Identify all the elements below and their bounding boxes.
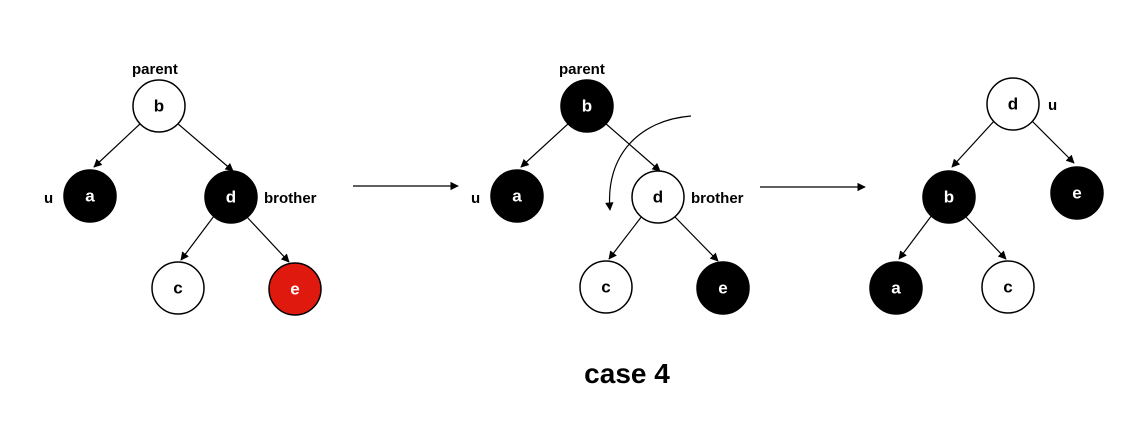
node-circle (696, 261, 750, 315)
tree-node-b: b (922, 170, 976, 224)
node-circle (268, 262, 322, 316)
tree-node-d: d (986, 77, 1040, 131)
tree-node-b: b (132, 79, 186, 133)
edge-b-a (898, 214, 933, 260)
edge-b-c (963, 214, 1007, 260)
stage-3-tree: d b e a c u (869, 77, 1104, 315)
node-circle (1050, 166, 1104, 220)
node-circle (579, 260, 633, 314)
node-label: b (944, 188, 954, 207)
node-label: d (653, 188, 663, 207)
tree-node-b: b (560, 79, 614, 133)
node-label: c (601, 278, 610, 297)
node-label: d (1008, 95, 1018, 114)
node-label: e (1072, 184, 1081, 203)
node-label: d (226, 188, 236, 207)
node-label: a (85, 187, 95, 206)
node-label: c (173, 279, 182, 298)
tree-node-e: e (1050, 166, 1104, 220)
tree-node-e: e (696, 261, 750, 315)
node-label: a (891, 279, 901, 298)
tree-node-c: c (151, 261, 205, 315)
node-circle (132, 79, 186, 133)
edge-b-a (520, 122, 570, 168)
node-circle (63, 169, 117, 223)
tree-node-e: e (268, 262, 322, 316)
edge-d-e (673, 215, 719, 262)
edge-d-e (1030, 119, 1075, 164)
case-caption: case 4 (584, 358, 670, 389)
stage-1-tree: b a d c e parent u brother (44, 61, 322, 316)
edge-d-b (951, 119, 996, 168)
u-label: u (44, 190, 53, 207)
node-label: b (582, 97, 592, 116)
node-circle (922, 170, 976, 224)
tree-node-c: c (579, 260, 633, 314)
tree-node-d: d (204, 170, 258, 224)
edge-b-d (604, 122, 661, 172)
edge-b-a (93, 122, 142, 168)
brother-label: brother (691, 190, 744, 207)
node-circle (869, 261, 923, 315)
node-circle (986, 77, 1040, 131)
tree-node-c: c (981, 260, 1035, 314)
edge-d-e (245, 215, 290, 263)
parent-label: parent (132, 61, 178, 78)
parent-label: parent (559, 61, 605, 78)
rotation-arrow (605, 115, 692, 211)
node-circle (204, 170, 258, 224)
node-label: a (512, 187, 522, 206)
u-label: u (1048, 97, 1057, 114)
tree-node-a: a (63, 169, 117, 223)
brother-label: brother (264, 190, 317, 207)
u-label: u (471, 190, 480, 207)
tree-node-d: d (631, 170, 685, 224)
node-label: c (1003, 278, 1012, 297)
edge-d-c (180, 215, 215, 261)
stage-2-tree: b a d c e parent u brother (471, 61, 750, 315)
node-circle (151, 261, 205, 315)
node-circle (631, 170, 685, 224)
edge-b-d (176, 122, 234, 172)
tree-node-a: a (869, 261, 923, 315)
node-label: e (290, 280, 299, 299)
node-circle (981, 260, 1035, 314)
edge-d-c (608, 215, 643, 260)
node-circle (560, 79, 614, 133)
node-label: e (718, 279, 727, 298)
node-label: b (154, 97, 164, 116)
tree-node-a: a (490, 169, 544, 223)
node-circle (490, 169, 544, 223)
